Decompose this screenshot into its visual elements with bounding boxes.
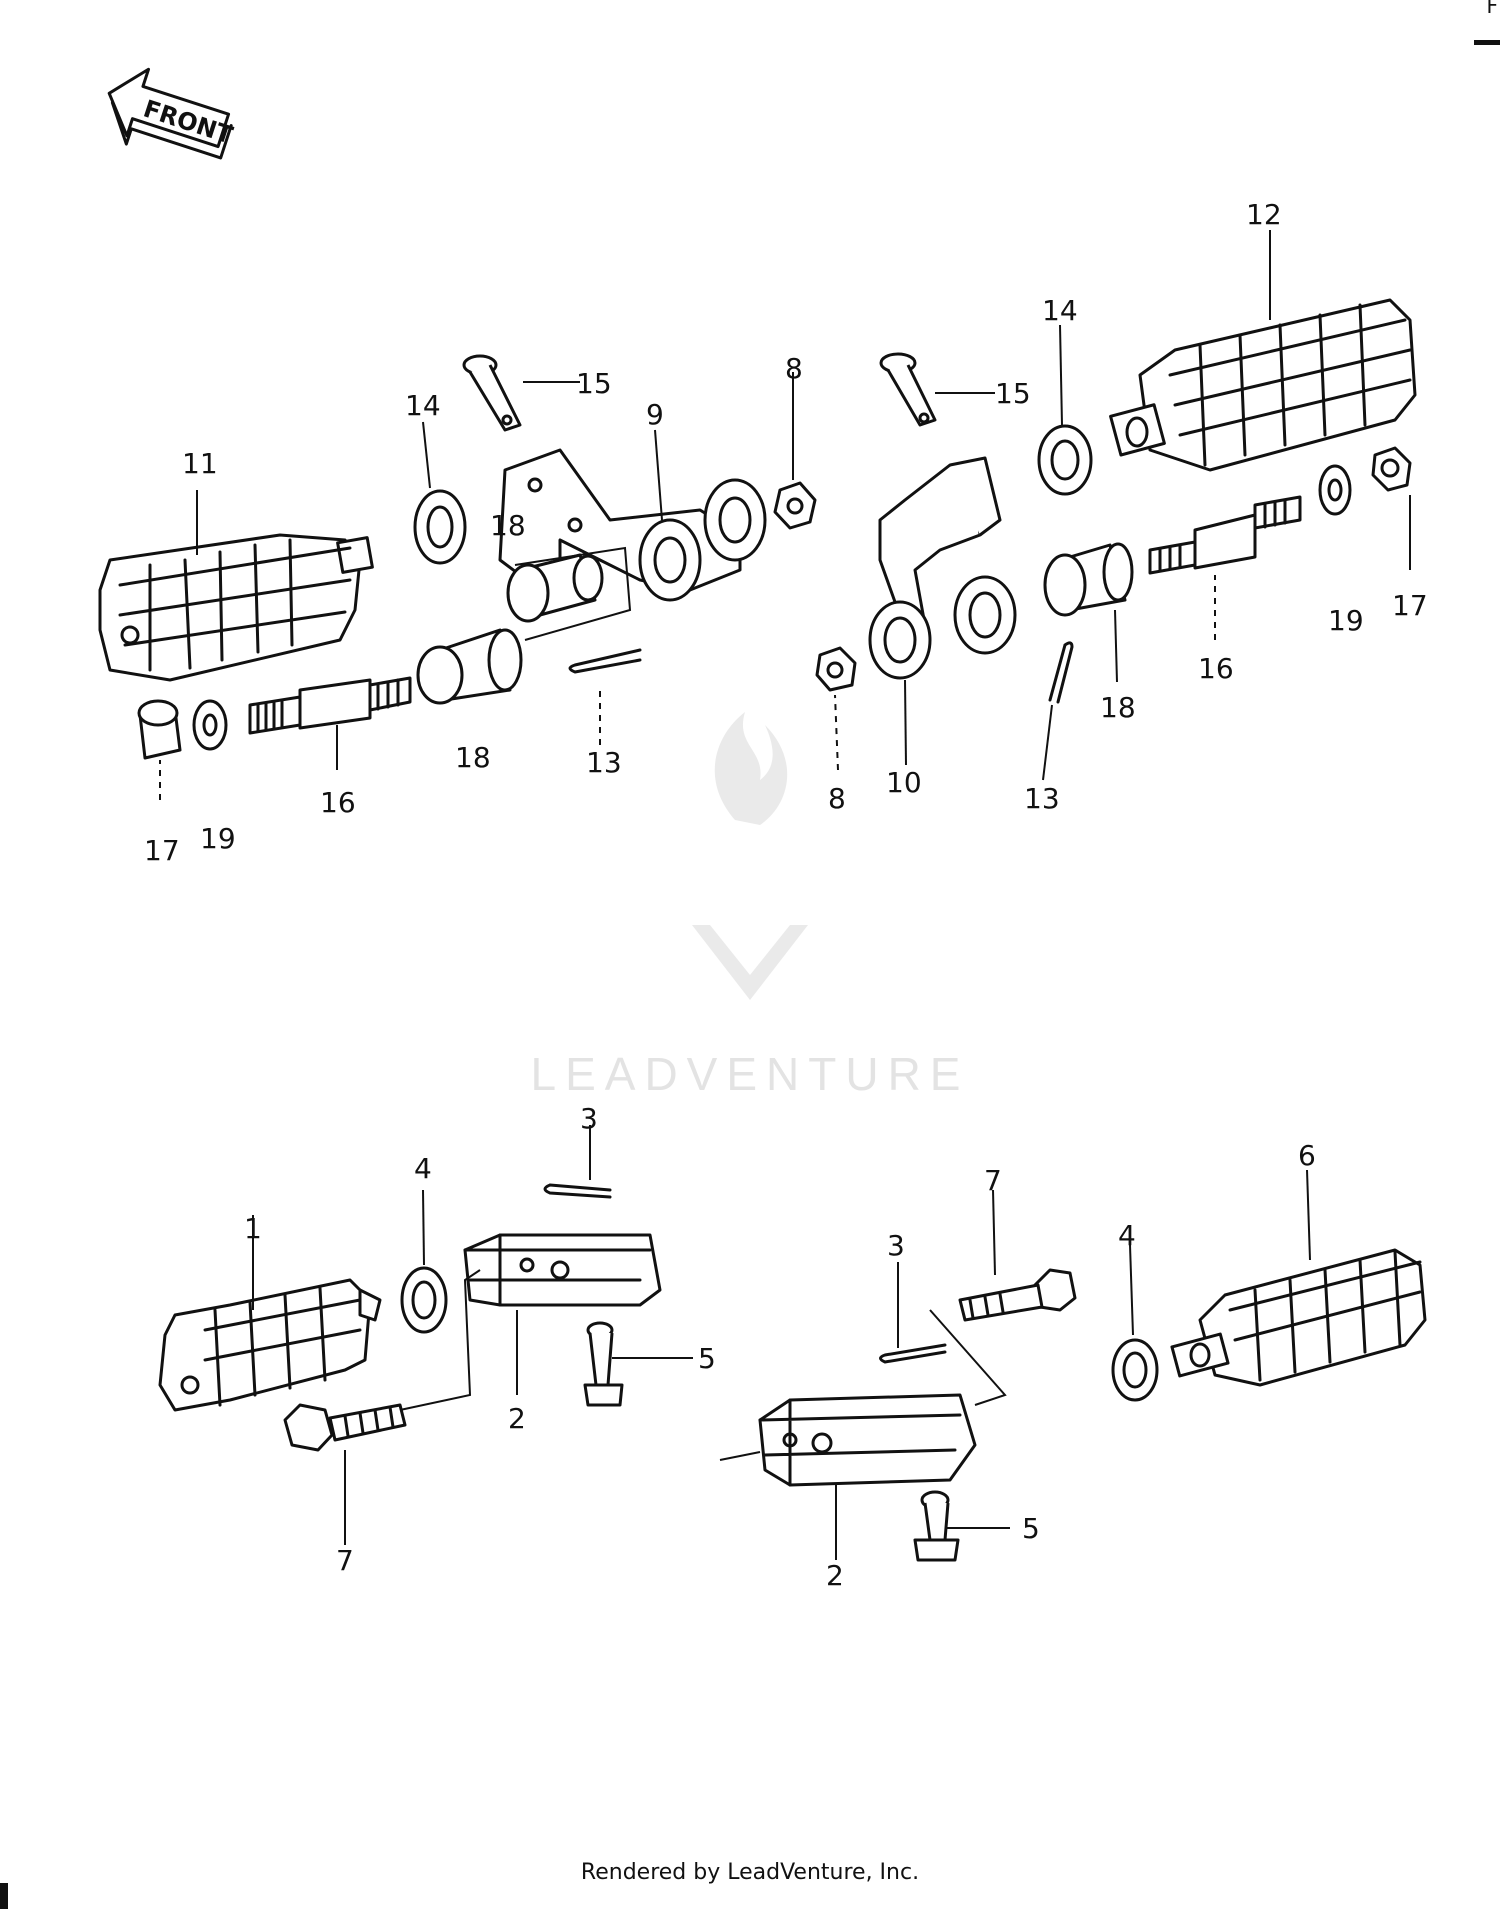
- nut-8a: [773, 481, 817, 530]
- callout-13a: 13: [586, 746, 622, 779]
- corner-mark-rule: [1474, 40, 1500, 45]
- callout-1: 1: [244, 1212, 262, 1245]
- callout-16a: 16: [320, 786, 356, 819]
- callout-2a: 2: [508, 1402, 526, 1435]
- page-corner-mark: F: [1470, 0, 1500, 50]
- callout-12: 12: [1246, 198, 1282, 231]
- callout-19b: 19: [1328, 604, 1364, 637]
- cotter-pin-3a: [543, 1183, 612, 1199]
- callout-19a: 19: [200, 822, 236, 855]
- footpeg-bracket-9: [498, 448, 767, 602]
- front-arrow-icon: FRONT: [107, 67, 237, 160]
- cotter-pin-3b: [879, 1343, 947, 1364]
- cap-nut-17a: [137, 699, 182, 760]
- callout-9: 9: [646, 398, 664, 431]
- leader-lines: [159, 230, 1411, 1560]
- cotter-pin-13b: [1048, 641, 1074, 704]
- nut-17b: [1371, 446, 1412, 492]
- callout-13b: 13: [1024, 782, 1060, 815]
- washer-14a: [413, 489, 467, 565]
- bushing-18b: [416, 628, 523, 705]
- callout-2b: 2: [826, 1559, 844, 1592]
- pin-5a: [583, 1321, 624, 1407]
- pivot-shaft-16b: [1148, 495, 1302, 575]
- callout-14b: 14: [1042, 294, 1078, 327]
- callout-6: 6: [1298, 1139, 1316, 1172]
- watermark-text: LEADVENTURE: [531, 1048, 970, 1100]
- callout-15a: 15: [576, 367, 612, 400]
- washer-4a: [400, 1266, 448, 1334]
- pivot-shaft-16a: [248, 676, 412, 735]
- washer-14b: [1037, 424, 1093, 496]
- callout-8b: 8: [828, 782, 846, 815]
- callout-4b: 4: [1118, 1219, 1136, 1252]
- callout-3b: 3: [887, 1229, 905, 1262]
- footpeg-bracket-10: [868, 456, 1017, 680]
- footer-credit: Rendered by LeadVenture, Inc.: [580, 1860, 920, 1885]
- callout-5a: 5: [698, 1342, 716, 1375]
- bushing-18c: [1043, 542, 1134, 617]
- footpeg-rubber-1: [158, 1278, 382, 1412]
- callout-17a: 17: [144, 834, 180, 867]
- callout-18b: 18: [455, 741, 491, 774]
- callout-7b: 7: [984, 1164, 1002, 1197]
- washer-4b: [1111, 1338, 1159, 1402]
- footpeg-bracket-2b: [758, 1393, 977, 1487]
- leadventure-flame-logo: [692, 712, 808, 1000]
- footpeg-rubber-12: [1109, 298, 1417, 472]
- clevis-pin-15a: [462, 354, 522, 432]
- callout-11: 11: [182, 447, 218, 480]
- bushing-18a: [506, 553, 604, 623]
- callout-18a: 18: [490, 509, 526, 542]
- callout-17b: 17: [1392, 589, 1428, 622]
- clevis-pin-15b: [879, 352, 937, 427]
- callout-16b: 16: [1198, 652, 1234, 685]
- bolt-7b: [958, 1268, 1077, 1322]
- callout-15b: 15: [995, 377, 1031, 410]
- washer-19b: [1318, 464, 1352, 516]
- nut-8b: [815, 646, 857, 692]
- callout-10: 10: [886, 766, 922, 799]
- pin-5b: [913, 1490, 960, 1562]
- bolt-7a: [283, 1403, 407, 1452]
- callout-4a: 4: [414, 1152, 432, 1185]
- callout-18c: 18: [1100, 691, 1136, 724]
- footpeg-rubber-6: [1170, 1248, 1427, 1387]
- callout-3a: 3: [580, 1102, 598, 1135]
- footpeg-bracket-2a: [463, 1233, 662, 1307]
- callout-8a: 8: [785, 352, 803, 385]
- callout-5b: 5: [1022, 1512, 1040, 1545]
- callout-14a: 14: [405, 389, 441, 422]
- callout-7a: 7: [336, 1544, 354, 1577]
- cotter-pin-13a: [568, 648, 642, 674]
- washer-19a: [192, 699, 228, 751]
- footpeg-rubber-11: [98, 533, 374, 682]
- page-edge-mark: [0, 1883, 8, 1909]
- corner-mark-text: F: [1486, 0, 1498, 18]
